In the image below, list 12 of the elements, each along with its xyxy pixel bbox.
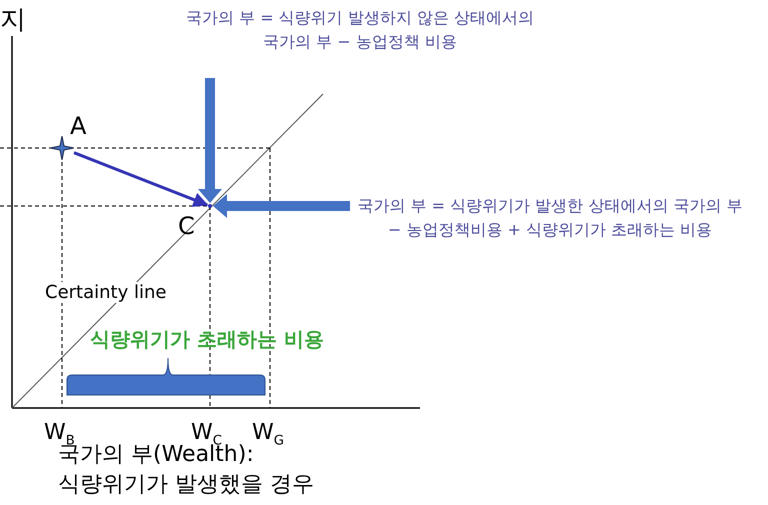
block-arrow: [213, 194, 350, 218]
annotation-text: 국가의 부 = 식량위기 발생하지 않은 상태에서의 국가의 부 − 농업정책 비용: [185, 7, 535, 53]
line-label: Certainty line: [45, 282, 166, 303]
block-arrow: [198, 78, 222, 203]
axis-title: 지: [0, 4, 26, 37]
star-marker: [50, 136, 74, 160]
arrow: [73, 151, 208, 207]
point-label: A: [70, 112, 86, 140]
point-label: C: [178, 212, 195, 240]
annotation-text: 국가의 부 = 식량위기가 발생한 상태에서의 국가의 부 − 농업정책비용 + 식량위기가 초래하는 비용: [356, 195, 744, 241]
point-marker: [207, 203, 213, 209]
brace-label: 식량위기가 초래하는 비용: [90, 326, 324, 353]
